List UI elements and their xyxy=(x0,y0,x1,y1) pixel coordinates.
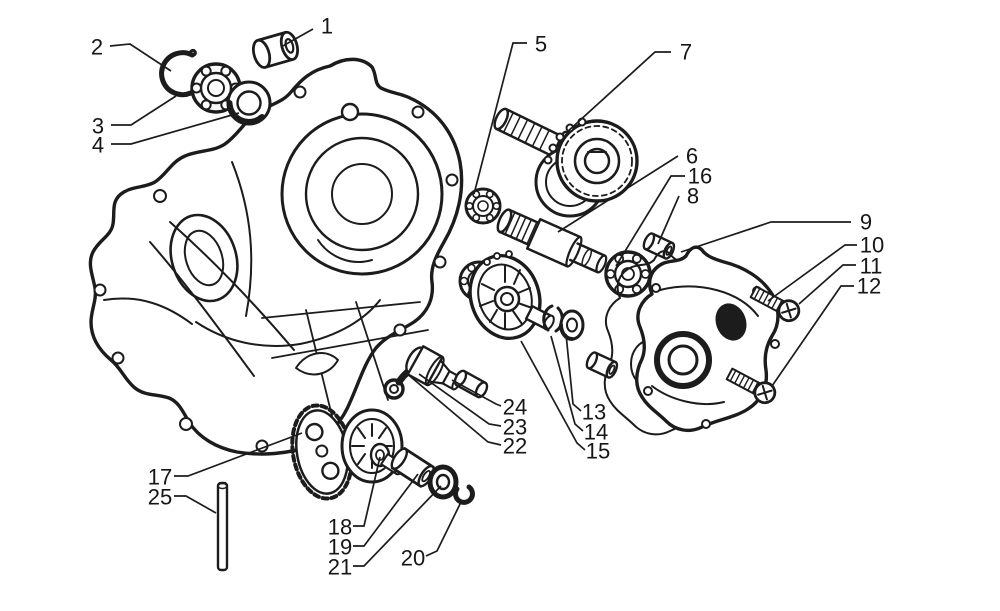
part-23-starter-shaft-drawing xyxy=(405,345,466,397)
part-1-bushing-drawing xyxy=(251,30,299,69)
part-label-22[interactable]: 22 xyxy=(503,434,527,459)
leader-line-17 xyxy=(174,432,303,477)
leader-line-20 xyxy=(425,499,463,557)
part-label-4[interactable]: 4 xyxy=(92,133,104,158)
part-19-roller-drawing xyxy=(390,447,435,488)
leader-line-1 xyxy=(280,28,314,48)
part-3-ball-bearing-drawing xyxy=(190,62,242,114)
leader-line-9 xyxy=(680,221,851,253)
part-12-screw-drawing xyxy=(725,367,777,405)
leader-line-5 xyxy=(473,42,527,195)
part-label-19[interactable]: 19 xyxy=(328,535,352,560)
part-label-12[interactable]: 12 xyxy=(857,274,881,299)
part-11-screw-drawing xyxy=(749,285,801,323)
part-18-pump-rotor-drawing xyxy=(340,408,405,484)
part-label-7[interactable]: 7 xyxy=(680,40,692,65)
part-7-primary-gear-shaft-drawing xyxy=(493,107,639,218)
part-label-5[interactable]: 5 xyxy=(535,32,547,57)
part-label-23[interactable]: 23 xyxy=(503,415,527,440)
part-label-17[interactable]: 17 xyxy=(148,465,172,490)
leader-line-10 xyxy=(767,244,857,302)
leader-line-25 xyxy=(174,495,217,514)
part-label-25[interactable]: 25 xyxy=(148,485,172,510)
leader-line-18 xyxy=(353,456,381,527)
part-24-pin-drawing xyxy=(453,369,489,399)
part-label-21[interactable]: 21 xyxy=(328,555,352,580)
leader-line-2 xyxy=(109,43,172,72)
part-label-20[interactable]: 20 xyxy=(401,546,425,571)
part-15-pulley-hub-drawing xyxy=(468,250,585,341)
part-label-6[interactable]: 6 xyxy=(686,144,698,169)
leader-line-21 xyxy=(353,485,442,567)
part-label-11[interactable]: 11 xyxy=(860,254,883,279)
leader-line-24 xyxy=(451,379,502,407)
part-label-2[interactable]: 2 xyxy=(91,35,103,60)
dowel-pin-lower-drawing xyxy=(585,351,619,379)
part-label-10[interactable]: 10 xyxy=(860,233,884,258)
leader-line-22 xyxy=(404,371,502,446)
leader-line-3 xyxy=(111,95,177,126)
part-label-14[interactable]: 14 xyxy=(584,420,608,445)
leader-line-15 xyxy=(520,340,586,451)
part-label-18[interactable]: 18 xyxy=(328,515,352,540)
leader-line-7 xyxy=(565,51,671,134)
part-label-3[interactable]: 3 xyxy=(92,114,104,139)
leader-line-6 xyxy=(557,155,679,233)
part-label-13[interactable]: 13 xyxy=(582,400,606,425)
leader-line-16 xyxy=(615,175,685,267)
part-6-secondary-shaft-drawing xyxy=(496,206,608,279)
part-label-9[interactable]: 9 xyxy=(860,210,872,235)
leader-line-12 xyxy=(771,285,854,387)
part-5-bearing-drawing xyxy=(464,187,502,225)
leader-line-13 xyxy=(565,333,582,412)
part-label-8[interactable]: 8 xyxy=(687,184,699,209)
part-25-rod-drawing xyxy=(216,481,229,572)
part-20-circlip-drawing xyxy=(452,484,475,505)
part-label-1[interactable]: 1 xyxy=(321,14,333,39)
part-8-dowel-pin-drawing xyxy=(642,232,676,260)
part-10-transmission-cover-drawing xyxy=(635,245,780,433)
leader-line-4 xyxy=(111,112,240,145)
part-label-24[interactable]: 24 xyxy=(503,395,527,420)
leader-line-14 xyxy=(550,335,584,432)
leader-line-11 xyxy=(798,264,856,305)
leader-line-19 xyxy=(353,473,419,547)
leader-line-23 xyxy=(418,373,502,427)
part-4-oil-seal-drawing xyxy=(226,80,272,126)
part-label-16[interactable]: 16 xyxy=(688,164,712,189)
leader-line-8 xyxy=(657,195,680,245)
part-16-bearing-drawing xyxy=(604,250,652,298)
part-label-15[interactable]: 15 xyxy=(586,439,610,464)
crankcase-half xyxy=(88,57,464,456)
